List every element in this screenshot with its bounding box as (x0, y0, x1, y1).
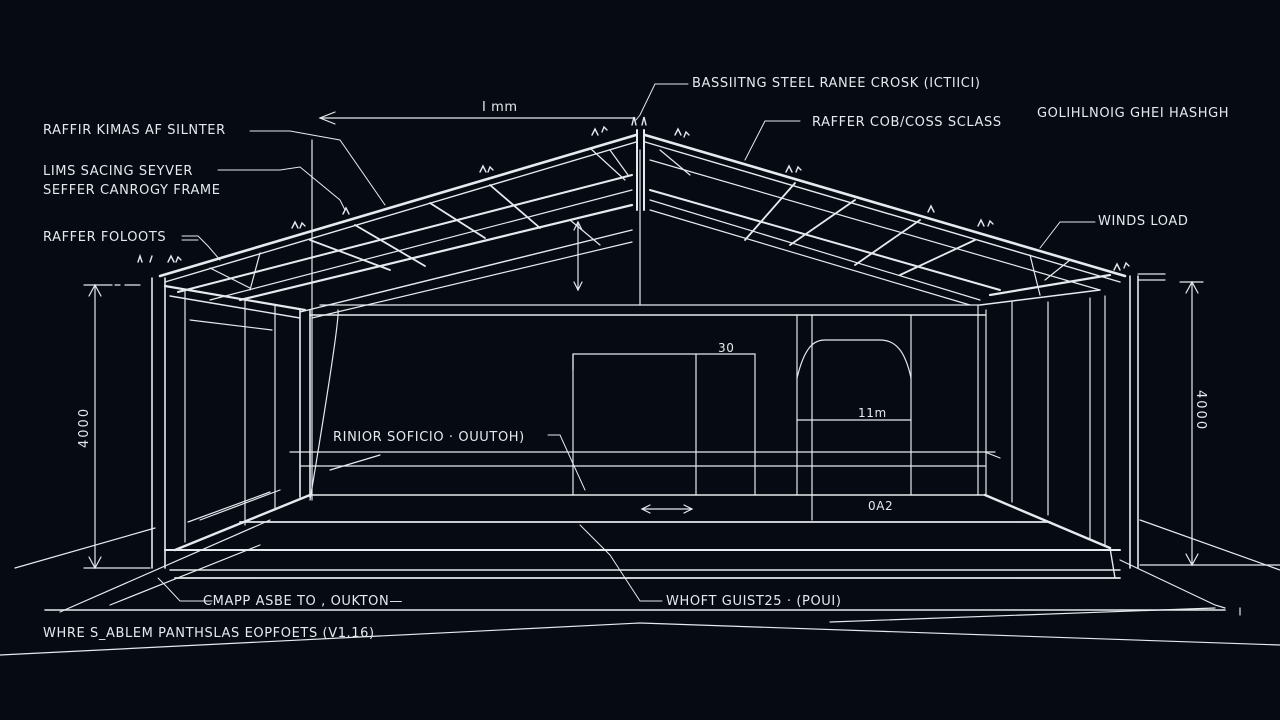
floor-slab (165, 495, 1120, 578)
label-cmapp-asbe: CMAPP ASBE TO , OUKTON— (203, 594, 403, 609)
roof-fasteners (138, 117, 1129, 270)
label-lims-sacing: LIMS SACING SEYVER (43, 164, 194, 179)
leader-lines (158, 84, 1095, 601)
right-height-dimension (1138, 274, 1280, 565)
label-seffer-canrogy: SEFFER CANROGY FRAME (43, 183, 221, 198)
label-bassiitng-steel: BASSIITNG STEEL RANEE CROSK (ICTIICI) (692, 76, 981, 91)
arched-window (797, 315, 911, 520)
label-door-dimension: 30 (718, 341, 735, 355)
top-dimension (312, 112, 635, 500)
label-whre-sablem: WHRE S_ABLEM PANTHSLAS EOPFOETS (V1.16) (43, 626, 375, 641)
floor-arrow (642, 505, 692, 513)
label-rinior-soficio: RINIOR SOFICIO · OUUTOH) (333, 430, 525, 445)
left-height-dimension (84, 285, 150, 568)
label-winds-load: WINDS LOAD (1098, 214, 1189, 229)
door-outline (573, 354, 755, 495)
left-height-value: 4000 (77, 406, 92, 448)
left-wall (152, 278, 338, 568)
right-height-value: 4000 (1193, 390, 1208, 432)
ridge-post (637, 130, 644, 210)
roof-left-slope (160, 135, 636, 318)
label-rafter-foloots: RAFFER FOLOOTS (43, 230, 167, 245)
right-wall (978, 276, 1138, 568)
label-golihlnoig: GOLIHLNOIG GHEI HASHGH (1037, 106, 1230, 121)
label-whoft-guist: WHOFT GUIST25 · (POUI) (666, 594, 842, 609)
back-wall (290, 150, 995, 470)
label-rafter-kimas: RAFFIR KIMAS AF SILNTER (43, 123, 226, 138)
ground-lines (0, 520, 1280, 655)
label-top-dimension: I mm (482, 100, 518, 115)
label-floor-dimension: 0A2 (868, 499, 894, 513)
roof-right-slope (645, 135, 1125, 305)
label-rafter-cob: RAFFER COB/COSS SCLASS (812, 115, 1002, 130)
label-window-dimension: 11m (858, 406, 887, 420)
